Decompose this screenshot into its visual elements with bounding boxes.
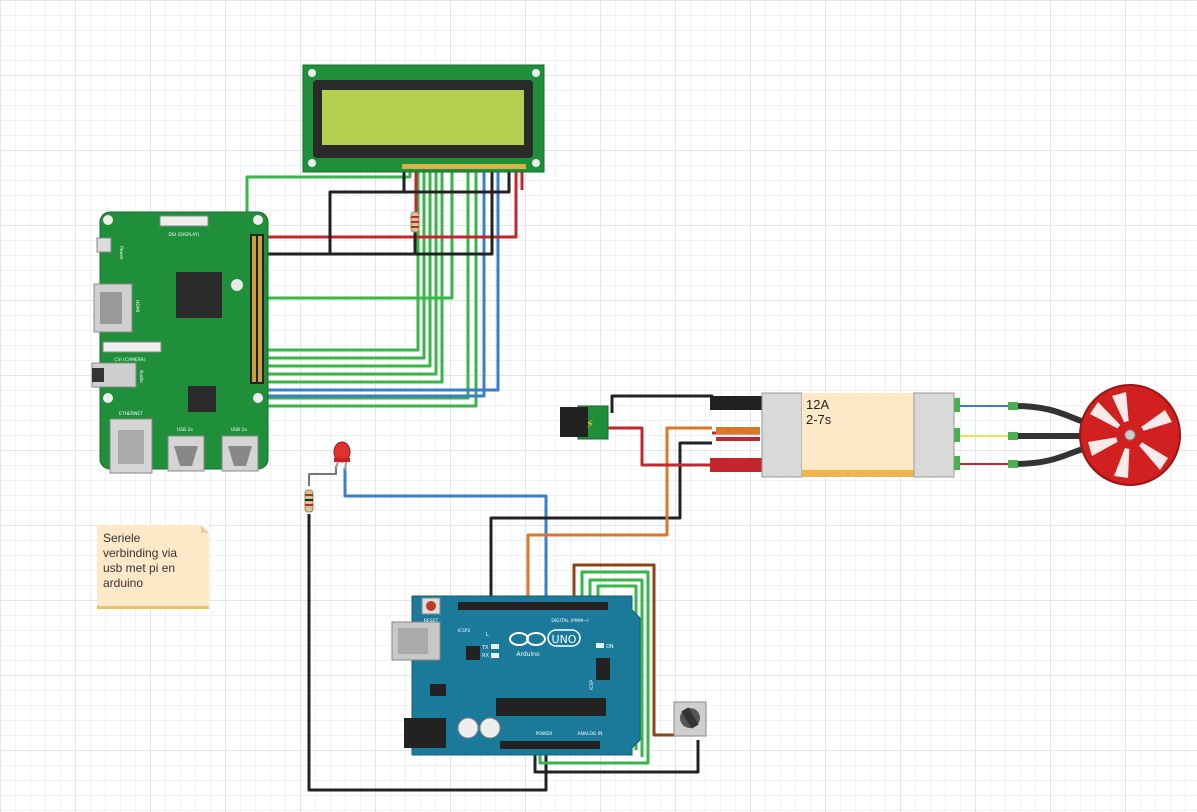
hdmi-label: HDMI <box>134 300 140 312</box>
arduino-brand: Arduino <box>516 651 540 658</box>
usb2-label: USB 2x <box>231 427 248 433</box>
wire-green <box>262 166 432 368</box>
l-label: L <box>486 632 489 638</box>
wire-blue <box>248 166 500 392</box>
sticky-note[interactable]: Seriele verbinding via usb met pi en ard… <box>97 525 209 609</box>
wire-black <box>328 166 511 254</box>
motor-connectors <box>1008 402 1018 468</box>
analog-header-label: ANALOG IN <box>577 731 602 737</box>
csi-label: CSI (CAMERA) <box>114 357 145 363</box>
power-header-label: POWER <box>536 731 553 737</box>
wire-green <box>588 578 644 757</box>
note-line: Seriele <box>103 531 141 545</box>
digital-label: DIGITAL (PWM~) <box>551 618 589 624</box>
tx-label: TX <box>481 645 489 651</box>
wire-green <box>538 570 650 765</box>
wire-blue <box>343 468 548 603</box>
note-line: usb met pi en <box>103 561 176 575</box>
wire-green <box>234 166 470 400</box>
wire-black <box>533 740 700 774</box>
wire-red <box>606 426 712 467</box>
wire-black <box>489 441 712 603</box>
wires <box>228 166 1096 792</box>
potentiometer <box>673 701 707 737</box>
ethernet-label: ETHERNET <box>119 411 143 417</box>
power-label: Power <box>118 246 124 260</box>
raspberry-pi: DSI (DISPLAY) Power HDMI CSI (CAMERA) Au… <box>91 211 269 474</box>
arduino-model: UNO <box>552 633 577 646</box>
lcd-display <box>302 64 545 173</box>
wire-blue <box>256 166 486 398</box>
lcd-pins <box>402 164 526 169</box>
wire-green <box>262 166 426 360</box>
on-label: ON <box>606 644 614 650</box>
wire-red <box>262 166 518 239</box>
esc-label: 12A 2-7s <box>806 397 831 427</box>
icsp2-label: ICSP2 <box>458 628 471 634</box>
usb1-label: USB 2x <box>177 427 194 433</box>
note-line: arduino <box>103 576 144 590</box>
dsi-label: DSI (DISPLAY) <box>168 232 199 238</box>
wire-orange <box>526 426 712 603</box>
audio-label: Audio <box>138 370 144 383</box>
red-led <box>333 441 351 471</box>
wire-green <box>262 166 438 376</box>
gpio-pins <box>252 236 262 382</box>
wire-green <box>262 166 454 300</box>
brushless-motor <box>1079 384 1181 486</box>
note-line: verbinding via <box>103 546 178 560</box>
rx-label: RX <box>482 653 489 659</box>
dc-power-jack: ⚡ <box>560 405 609 440</box>
wire-gray <box>308 466 337 486</box>
esc-cell-rating: 2-7s <box>806 412 832 427</box>
icsp-label: ICSP <box>589 680 595 690</box>
led-resistor <box>304 489 314 513</box>
wire-brown <box>572 563 680 737</box>
esc-current-rating: 12A <box>806 397 830 412</box>
arduino-uno: RESET ICSP2 DIGITAL (PWM~) UNO Arduino L… <box>391 595 641 756</box>
wire-black <box>307 514 548 792</box>
wire-green <box>262 166 420 352</box>
wire-black <box>262 166 494 256</box>
wire-black <box>610 394 714 413</box>
svg-text:⚡: ⚡ <box>586 417 594 431</box>
esc-controller <box>710 392 960 478</box>
lcd-resistor <box>410 211 420 233</box>
reset-label: RESET <box>424 618 439 624</box>
